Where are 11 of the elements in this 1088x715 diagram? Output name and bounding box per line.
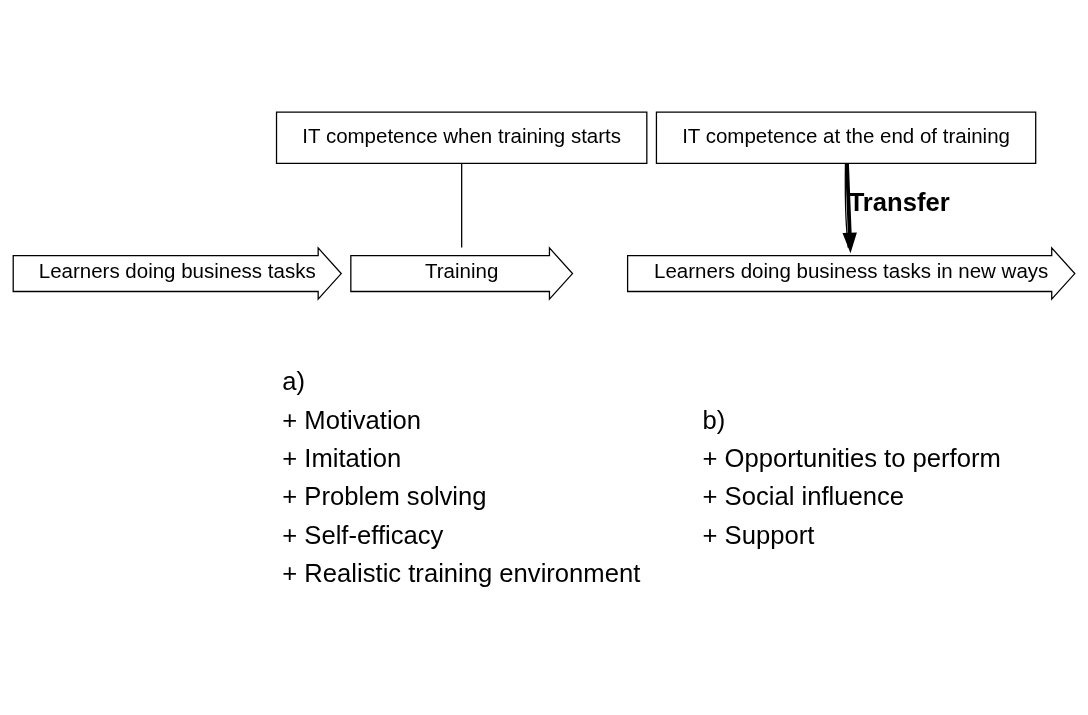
label: + Problem solving xyxy=(282,482,487,511)
label: + Social influence xyxy=(702,482,905,511)
label: + Self-efficacy xyxy=(282,520,444,549)
label: + Realistic training environment xyxy=(282,559,641,588)
label: + Imitation xyxy=(282,444,402,473)
label: a) xyxy=(282,367,306,396)
label: + Opportunities to perform xyxy=(702,444,1001,473)
label: b) xyxy=(702,405,726,434)
edge-label: Transfer xyxy=(848,187,950,216)
label: + Support xyxy=(702,520,815,549)
label: + Motivation xyxy=(282,405,422,434)
